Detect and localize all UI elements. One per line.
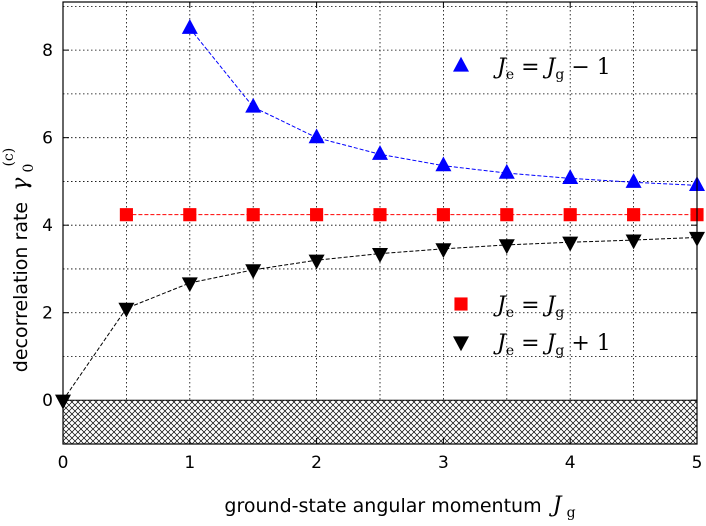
- grid: [63, 2, 697, 401]
- x-axis-label-sub: g: [567, 505, 576, 521]
- x-tick-label: 5: [692, 453, 703, 473]
- legend-label-1: Je = Jg: [493, 293, 564, 321]
- x-tick-label: 0: [58, 453, 69, 473]
- x-tick-label: 4: [565, 453, 576, 473]
- data-point-0: [181, 19, 198, 34]
- data-point-0: [435, 156, 452, 172]
- data-point-1: [183, 208, 197, 222]
- y-tick-label: 8: [42, 41, 53, 61]
- y-axis-label-symbol: γ: [8, 177, 33, 191]
- y-axis-label-sub: 0: [21, 164, 37, 173]
- data-point-1: [436, 208, 450, 222]
- y-axis-label-sup: (c): [1, 148, 17, 167]
- data-point-1: [627, 208, 641, 222]
- data-point-0: [372, 145, 388, 160]
- data-point-0: [498, 163, 515, 179]
- data-point-2: [118, 302, 135, 318]
- data-point-0: [625, 173, 642, 188]
- data-markers: [55, 19, 705, 410]
- data-point-1: [563, 208, 577, 222]
- y-tick-label: 6: [42, 129, 53, 149]
- plot-frame: [62, 1, 698, 445]
- data-point-0: [308, 128, 325, 144]
- y-tick-label: 4: [42, 216, 53, 236]
- x-axis-label-text: ground-state angular momentum: [224, 495, 541, 517]
- y-tick-label: 0: [42, 391, 53, 411]
- data-point-2: [245, 264, 262, 280]
- data-point-2: [435, 243, 452, 259]
- data-point-1: [119, 208, 133, 222]
- x-axis-label-symbol: J: [549, 493, 563, 518]
- data-point-0: [245, 97, 262, 113]
- legend-marker-2: [453, 336, 469, 352]
- legend-marker-0: [453, 56, 469, 72]
- data-point-0: [562, 169, 579, 184]
- data-point-1: [246, 208, 260, 222]
- data-point-2: [625, 234, 642, 250]
- data-point-2: [498, 239, 515, 255]
- legend-label-2: Je = Jg + 1: [493, 331, 611, 359]
- data-point-2: [372, 248, 388, 263]
- data-point-1: [373, 208, 387, 222]
- data-point-2: [562, 236, 579, 252]
- hatched-region: [62, 399, 698, 445]
- data-point-1: [310, 208, 324, 222]
- x-tick-label: 1: [184, 453, 195, 473]
- y-axis-label: decorrelation rate γ 0 (c): [1, 148, 37, 372]
- data-point-2: [308, 254, 325, 270]
- x-tick-label: 3: [438, 453, 449, 473]
- legend-marker-1: [454, 297, 468, 311]
- y-tick-label: 2: [42, 304, 53, 324]
- x-axis-label: ground-state angular momentum J g: [224, 493, 575, 521]
- legend-label-0: Je = Jg − 1: [493, 55, 611, 83]
- hatched-area: [62, 399, 698, 445]
- y-axis-label-text: decorrelation rate: [10, 202, 32, 372]
- data-point-2: [181, 277, 198, 293]
- axis-ticks: 0 1 2 3 4 5 0 2 4 6 8: [42, 2, 702, 473]
- data-point-1: [500, 208, 514, 222]
- legend: Je = Jg − 1 Je = Jg Je = Jg + 1: [453, 55, 611, 359]
- x-tick-label: 2: [311, 453, 322, 473]
